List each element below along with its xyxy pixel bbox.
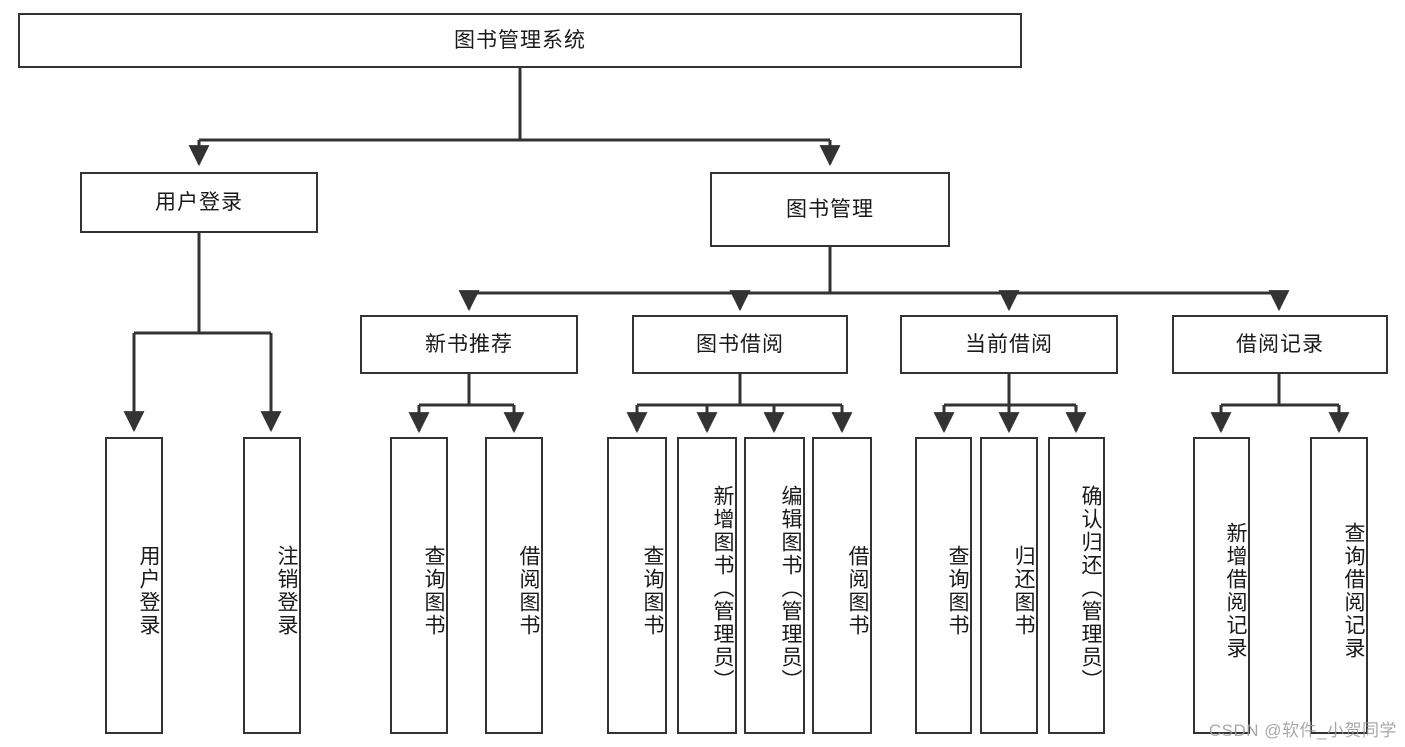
node-leaf-borrow-book-1-label: 借阅图书 bbox=[517, 544, 540, 637]
node-leaf-edit-book-label: 编辑图书（管理员） bbox=[779, 485, 802, 692]
node-book-manage[interactable]: 图书管理 bbox=[710, 172, 950, 247]
node-current-borrow[interactable]: 当前借阅 bbox=[900, 315, 1118, 374]
node-leaf-return-book[interactable]: 归还图书 bbox=[980, 437, 1038, 734]
node-new-book-rec[interactable]: 新书推荐 bbox=[360, 315, 578, 374]
node-leaf-borrow-book-2[interactable]: 借阅图书 bbox=[812, 437, 872, 734]
node-borrow-record-label: 借阅记录 bbox=[1236, 332, 1324, 356]
node-leaf-return-book-label: 归还图书 bbox=[1012, 544, 1035, 637]
node-leaf-confirm-return[interactable]: 确认归还（管理员） bbox=[1048, 437, 1105, 734]
node-book-borrow[interactable]: 图书借阅 bbox=[632, 315, 848, 374]
node-leaf-add-book-label: 新增图书（管理员） bbox=[711, 485, 734, 692]
node-leaf-query-book-1-label: 查询图书 bbox=[422, 544, 445, 637]
node-leaf-add-record-label: 新增借阅记录 bbox=[1224, 521, 1247, 660]
node-borrow-record[interactable]: 借阅记录 bbox=[1172, 315, 1388, 374]
node-leaf-user-logout[interactable]: 注销登录 bbox=[243, 437, 301, 734]
node-leaf-query-book-3-label: 查询图书 bbox=[946, 544, 969, 637]
node-user-login-label: 用户登录 bbox=[155, 190, 243, 214]
node-book-borrow-label: 图书借阅 bbox=[696, 332, 784, 356]
node-root-label: 图书管理系统 bbox=[454, 28, 586, 52]
node-leaf-query-book-3[interactable]: 查询图书 bbox=[915, 437, 972, 734]
node-leaf-confirm-return-label: 确认归还（管理员） bbox=[1079, 485, 1102, 692]
node-leaf-borrow-book-1[interactable]: 借阅图书 bbox=[485, 437, 543, 734]
node-leaf-query-record-label: 查询借阅记录 bbox=[1342, 521, 1365, 660]
node-leaf-user-login[interactable]: 用户登录 bbox=[105, 437, 163, 734]
node-leaf-query-book-2-label: 查询图书 bbox=[641, 544, 664, 637]
node-leaf-query-book-2[interactable]: 查询图书 bbox=[607, 437, 667, 734]
node-leaf-borrow-book-2-label: 借阅图书 bbox=[846, 544, 869, 637]
node-root[interactable]: 图书管理系统 bbox=[18, 13, 1022, 68]
node-leaf-add-book[interactable]: 新增图书（管理员） bbox=[677, 437, 737, 734]
node-leaf-user-logout-label: 注销登录 bbox=[275, 544, 298, 637]
node-leaf-edit-book[interactable]: 编辑图书（管理员） bbox=[744, 437, 805, 734]
watermark: CSDN @软件_小贺同学 bbox=[1208, 721, 1397, 740]
node-leaf-query-book-1[interactable]: 查询图书 bbox=[390, 437, 448, 734]
node-leaf-user-login-label: 用户登录 bbox=[137, 544, 160, 637]
node-current-borrow-label: 当前借阅 bbox=[965, 332, 1053, 356]
node-user-login[interactable]: 用户登录 bbox=[80, 172, 318, 233]
node-leaf-add-record[interactable]: 新增借阅记录 bbox=[1193, 437, 1250, 734]
node-new-book-rec-label: 新书推荐 bbox=[425, 332, 513, 356]
node-leaf-query-record[interactable]: 查询借阅记录 bbox=[1310, 437, 1368, 734]
node-book-manage-label: 图书管理 bbox=[786, 197, 874, 221]
